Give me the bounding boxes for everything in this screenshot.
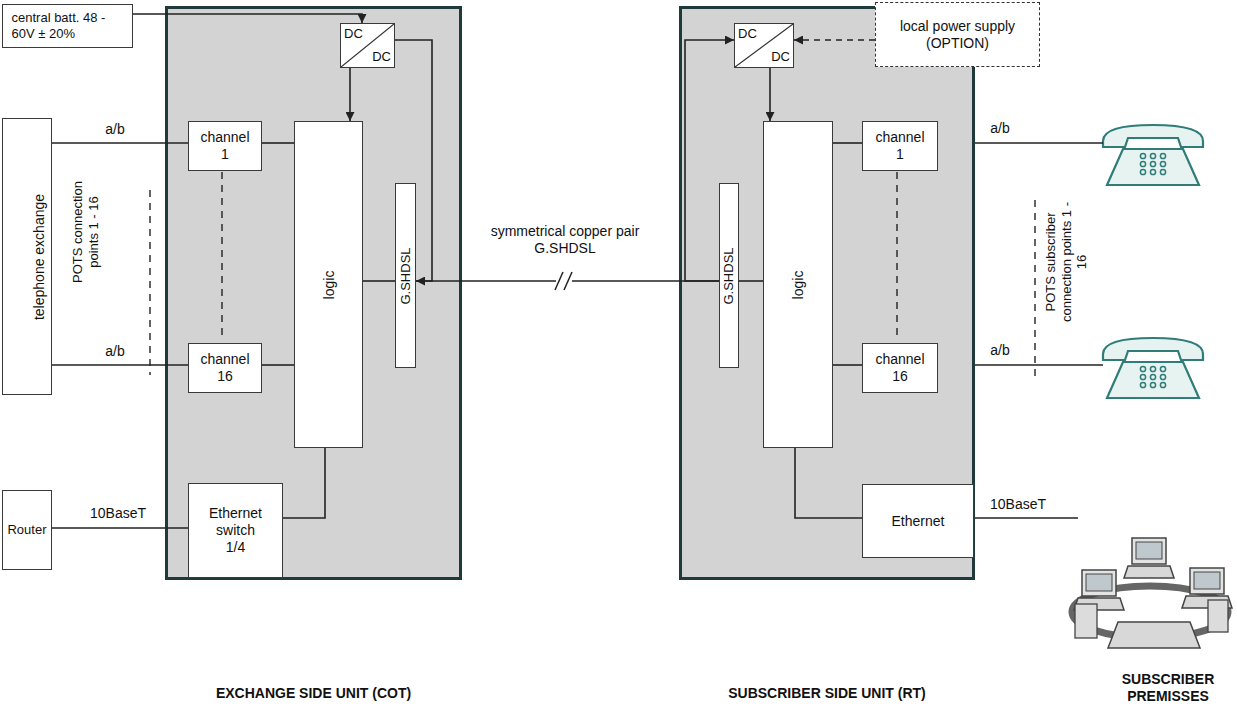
logic-box: logic — [294, 121, 363, 448]
box-label: channel 16 — [872, 351, 928, 385]
ethernet-box: Ethernet — [862, 484, 974, 558]
terminal-dot — [24, 140, 29, 145]
connector — [739, 280, 763, 282]
terminal-dot — [24, 362, 29, 367]
box-label: local power supply (OPTION) — [883, 18, 1033, 52]
connector — [133, 14, 362, 23]
connector — [794, 39, 875, 41]
modem-box: G.SHDSL — [719, 183, 739, 368]
channel-box: channel 1 — [862, 121, 938, 171]
battery-box: central batt. 48 - 60V ± 20% — [2, 4, 133, 48]
box-label: telephone exchange — [31, 193, 48, 319]
connector — [833, 364, 862, 366]
exchange-box: telephone exchange — [2, 118, 52, 395]
telephone-icon — [1103, 338, 1203, 398]
converter-label: DC — [372, 49, 391, 65]
box-label: logic — [790, 270, 807, 299]
connector — [52, 364, 188, 366]
box-label: Ethernet switch 1/4 — [206, 505, 266, 555]
edge-label: a/b — [103, 343, 126, 360]
edge-label: a/b — [103, 121, 126, 138]
converter-label: DC — [771, 49, 790, 65]
box-label: logic — [320, 270, 337, 299]
connector — [769, 68, 771, 121]
unit-heading: SUBSCRIBER SIDE UNIT (RT) — [682, 685, 972, 702]
box-label: channel 16 — [197, 351, 253, 385]
channel-box: channel 16 — [188, 343, 262, 393]
connector — [685, 40, 734, 281]
channel-box: channel 16 — [862, 343, 938, 393]
box-label: G.SHDSL — [398, 247, 414, 304]
unit-housing: SUBSCRIBER SIDE UNIT (RT)DCDCG.SHDSLlogi… — [679, 6, 975, 580]
switch-box: Ethernet switch 1/4 — [188, 483, 283, 578]
lan-wire — [971, 517, 1078, 519]
unit-housing: EXCHANGE SIDE UNIT (COT)DCDCchannel 1cha… — [165, 6, 462, 580]
connector — [283, 448, 325, 518]
unit-heading: EXCHANGE SIDE UNIT (COT) — [168, 685, 459, 702]
computer-network — [1072, 538, 1232, 648]
line-break-mark — [555, 272, 572, 290]
connection-note: POTS connection points 1 - 16 — [70, 168, 101, 296]
box-label: central batt. 48 - 60V ± 20% — [12, 10, 124, 41]
channel-range-marker — [221, 172, 222, 336]
modem-box: G.SHDSL — [395, 183, 416, 368]
telephone-icon — [1103, 125, 1203, 185]
range-marker — [1034, 200, 1035, 380]
connector — [395, 40, 432, 281]
connector — [52, 527, 188, 529]
connector — [262, 142, 294, 144]
signal-label: a/b — [990, 120, 1009, 137]
connection-note: POTS subscriber connection points 1 - 16 — [1043, 198, 1090, 326]
connector — [262, 364, 294, 366]
logic-box: logic — [763, 121, 833, 448]
exchange-symbol — [12, 124, 52, 384]
edge-label: symmetrical copper pair G.SHDSL — [479, 223, 651, 257]
box-label: Ethernet — [892, 513, 945, 530]
connector — [833, 142, 862, 144]
signal-label: a/b — [990, 342, 1009, 359]
edge-label: 10BaseT — [88, 505, 148, 522]
connector — [349, 68, 351, 121]
converter-box: DC DC — [340, 23, 395, 68]
converter-label: DC — [738, 26, 757, 42]
box-label: channel 1 — [872, 129, 928, 163]
channel-range-marker — [896, 172, 897, 336]
range-marker — [149, 190, 150, 375]
box-label: channel 1 — [197, 129, 253, 163]
box-label: G.SHDSL — [721, 247, 737, 304]
power-supply-box: local power supply (OPTION) — [875, 2, 1040, 67]
connector — [52, 142, 188, 144]
connector — [795, 448, 862, 518]
connector — [363, 280, 395, 282]
area-heading: SUBSCRIBER PREMISSES — [1103, 671, 1233, 705]
router-box: Router — [2, 490, 52, 570]
converter-label: DC — [344, 26, 363, 42]
converter-box: DC DC — [734, 23, 794, 68]
channel-box: channel 1 — [188, 121, 262, 171]
box-label: Router — [7, 522, 46, 538]
interface-label: 10BaseT — [990, 496, 1046, 513]
